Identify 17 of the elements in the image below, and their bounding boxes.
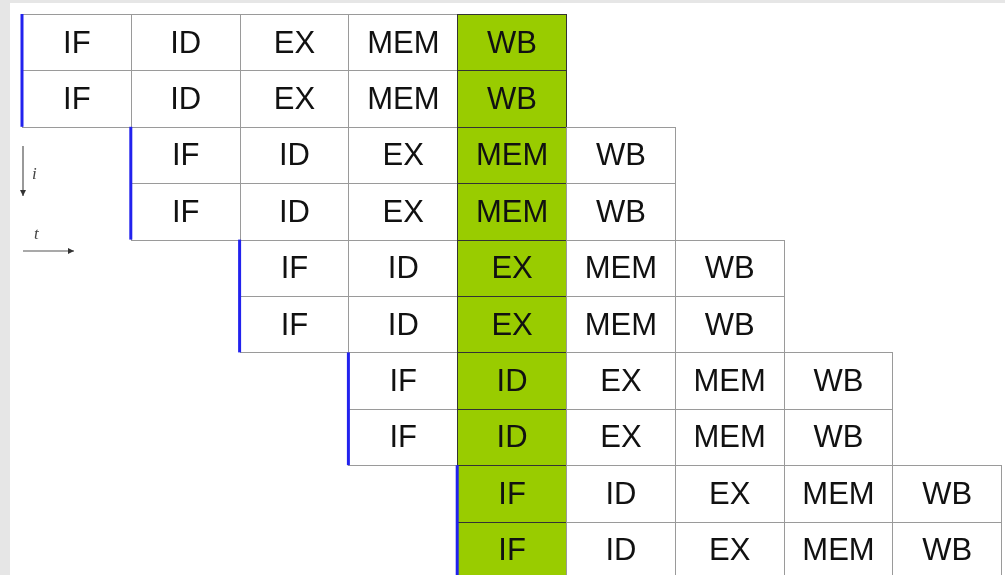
pipeline-stage-cell: IF [457,465,567,523]
pipeline-stage-cell: ID [457,408,567,467]
pipeline-stage-cell: IF [457,521,567,575]
axis-label: t [34,224,39,244]
pipeline-stage-cell: WB [783,352,894,410]
axis-label: i [32,164,37,184]
pipeline-stage-cell: MEM [457,126,567,185]
pipeline-stage-cell: ID [457,352,567,410]
pipeline-stage-cell: WB [457,70,567,128]
pipeline-stage-cell: WB [892,465,1003,523]
pipeline-stage-cell: WB [457,14,567,72]
pipeline-stage-cell: MEM [457,183,567,241]
pipeline-stage-cell: WB [674,239,785,297]
pipeline-stage-cell: WB [566,126,676,185]
pipeline-stage-cell: EX [457,239,567,297]
pipeline-stage-cell: EX [457,296,567,354]
pipeline-stage-cell: WB [566,183,676,241]
